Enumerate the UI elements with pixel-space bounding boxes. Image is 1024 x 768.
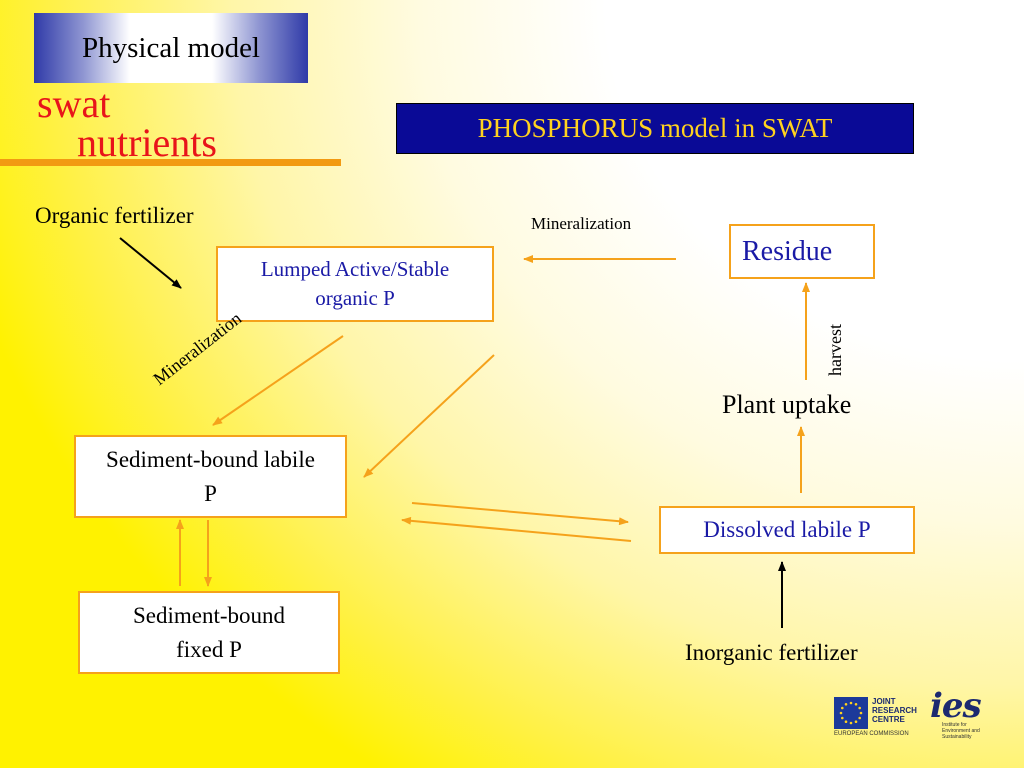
arrow-lumped-to-labile bbox=[363, 354, 495, 478]
arrow-dissolved-to-labile bbox=[401, 516, 632, 542]
organic-fertilizer-label: Organic fertilizer bbox=[35, 203, 194, 228]
jrc-name: JOINT RESEARCH CENTRE bbox=[872, 697, 917, 724]
slide-title: PHOSPHORUS model in SWAT bbox=[396, 103, 914, 154]
arrow-labile-to-dissolved bbox=[411, 502, 629, 526]
lumped-line-1: Lumped Active/Stable bbox=[260, 256, 450, 281]
ies-mark: ies bbox=[930, 686, 982, 726]
ies-logo: ies Institute for Environment and Sustai… bbox=[930, 686, 994, 746]
jrc-logo: JOINT RESEARCH CENTRE EUROPEAN COMMISSIO… bbox=[834, 697, 920, 741]
ies-subtitle: Institute for Environment and Sustainabi… bbox=[942, 722, 980, 740]
inorganic-fertilizer-label: Inorganic fertilizer bbox=[685, 640, 858, 665]
residue-label: Residue bbox=[742, 235, 833, 267]
lumped-line-2: organic P bbox=[315, 286, 395, 310]
harvest-label: harvest bbox=[825, 324, 845, 376]
brand-rule bbox=[0, 159, 341, 166]
sediment-labile-box: Sediment-bound labile P bbox=[74, 435, 347, 518]
brand-nutrients: nutrients bbox=[77, 120, 217, 165]
dissolved-labile-box: Dissolved labile P bbox=[659, 506, 915, 554]
arrow-mineralization-to-labile bbox=[212, 335, 344, 426]
header-title: Physical model bbox=[81, 31, 260, 64]
sediment-labile-line-1: Sediment-bound labile bbox=[106, 447, 315, 473]
plant-uptake-label: Plant uptake bbox=[722, 390, 852, 419]
eu-flag-icon bbox=[834, 697, 868, 729]
brand-swat: swat bbox=[37, 81, 111, 126]
lumped-organic-p-box: Lumped Active/Stable organic P bbox=[216, 246, 494, 322]
sediment-fixed-line-1: Sediment-bound bbox=[132, 603, 286, 629]
sediment-fixed-box: Sediment-bound fixed P bbox=[78, 591, 340, 674]
dissolved-label: Dissolved labile P bbox=[703, 517, 871, 542]
mineralization-label-top: Mineralization bbox=[531, 214, 632, 233]
sediment-fixed-line-2: fixed P bbox=[176, 636, 242, 662]
header-bar bbox=[34, 13, 308, 83]
residue-box: Residue bbox=[729, 224, 875, 279]
arrow-organic-fertilizer bbox=[119, 237, 182, 289]
jrc-subtitle: EUROPEAN COMMISSION bbox=[834, 731, 909, 737]
sediment-labile-line-2: P bbox=[204, 480, 217, 506]
